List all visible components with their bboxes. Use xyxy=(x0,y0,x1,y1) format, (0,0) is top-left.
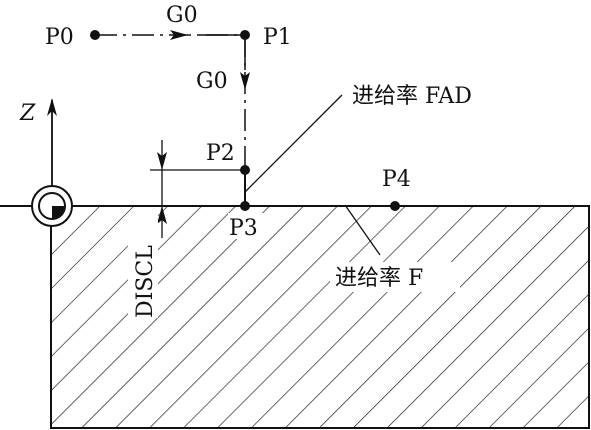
discl-arrow-top xyxy=(157,152,167,170)
point-p2-marker xyxy=(240,165,250,175)
discl-label: DISCL xyxy=(133,245,158,318)
point-p2-label: P2 xyxy=(206,141,235,166)
workpiece-origin-icon xyxy=(31,185,73,227)
feedrate-f-label: 进给率 F xyxy=(335,266,423,291)
z-axis-label: Z xyxy=(19,101,36,126)
fad-leader-line xyxy=(244,94,343,193)
point-p1-label: P1 xyxy=(263,25,292,50)
g0-horizontal-label: G0 xyxy=(166,3,198,28)
point-p3-label: P3 xyxy=(229,216,258,241)
z-axis-arrowhead xyxy=(47,98,57,116)
discl-arrow-bottom xyxy=(157,206,167,224)
g0-vertical-label: G0 xyxy=(196,69,228,94)
f-leader-line xyxy=(344,204,381,256)
point-p4-marker xyxy=(390,201,400,211)
point-p0-label: P0 xyxy=(45,25,74,50)
feedrate-fad-label: 进给率 FAD xyxy=(352,84,472,109)
point-p4-label: P4 xyxy=(382,167,411,192)
point-p1-marker xyxy=(240,30,250,40)
path-p0-p1-arrow xyxy=(170,30,188,40)
point-p0-marker xyxy=(90,30,100,40)
path-p1-p2-arrow xyxy=(240,72,250,90)
point-p3-marker xyxy=(240,201,250,211)
